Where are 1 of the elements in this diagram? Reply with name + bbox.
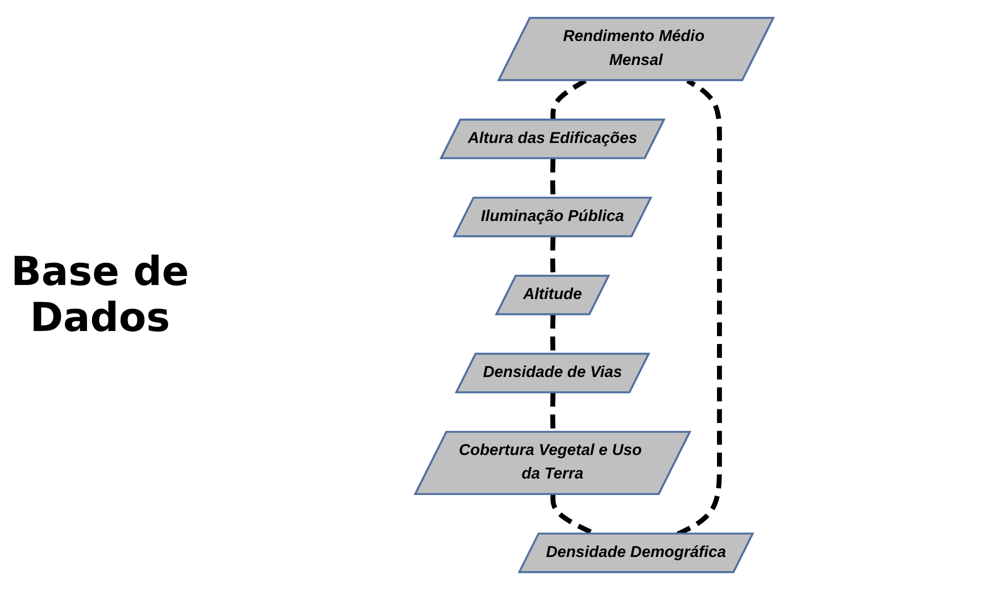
center-heading: Base de Dados [10, 249, 190, 341]
